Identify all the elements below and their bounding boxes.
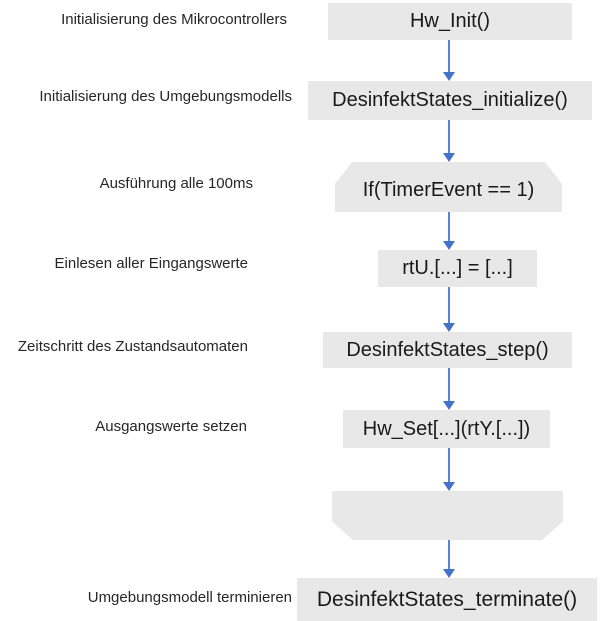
arrow-down-3 [443, 212, 455, 250]
arrowhead-icon [443, 401, 455, 410]
arrow-down-2 [443, 120, 455, 162]
arrow-down-5 [443, 368, 455, 410]
arrowhead-icon [443, 569, 455, 578]
node-if-timer-event: If(TimerEvent == 1) [335, 162, 562, 212]
arrow-shaft [448, 120, 450, 154]
node-states-initialize: DesinfektStates_initialize() [308, 81, 592, 120]
arrow-shaft [448, 287, 450, 324]
arrow-shaft [448, 40, 450, 73]
arrowhead-icon [443, 241, 455, 250]
label-init-umgebungsmodell: Initialisierung des Umgebungsmodells [39, 88, 292, 105]
arrow-shaft [448, 448, 450, 483]
node-read-inputs: rtU.[...] = [...] [378, 250, 537, 287]
label-ausfuehrung-100ms: Ausführung alle 100ms [99, 175, 253, 192]
arrowhead-icon [443, 72, 455, 81]
arrow-down-4 [443, 287, 455, 332]
arrowhead-icon [443, 323, 455, 332]
node-hw-init: Hw_Init() [328, 3, 572, 40]
label-init-mikrocontroller: Initialisierung des Mikrocontrollers [61, 11, 287, 28]
label-einlesen-eingangswerte: Einlesen aller Eingangswerte [54, 255, 248, 272]
node-end-if [332, 491, 563, 540]
arrow-shaft [448, 368, 450, 402]
arrow-shaft [448, 212, 450, 242]
label-ausgangswerte-setzen: Ausgangswerte setzen [95, 418, 247, 435]
arrow-down-1 [443, 40, 455, 81]
arrow-down-6 [443, 448, 455, 491]
node-states-step: DesinfektStates_step() [323, 332, 572, 368]
arrowhead-icon [443, 482, 455, 491]
node-states-terminate: DesinfektStates_terminate() [297, 578, 597, 621]
label-umgebungsmodell-terminieren: Umgebungsmodell terminieren [87, 589, 292, 606]
node-set-outputs: Hw_Set[...](rtY.[...]) [343, 410, 550, 448]
arrow-shaft [448, 540, 450, 570]
arrow-down-7 [443, 540, 455, 578]
label-zeitschritt-zustandsautomat: Zeitschritt des Zustandsautomaten [17, 338, 248, 355]
arrowhead-icon [443, 153, 455, 162]
